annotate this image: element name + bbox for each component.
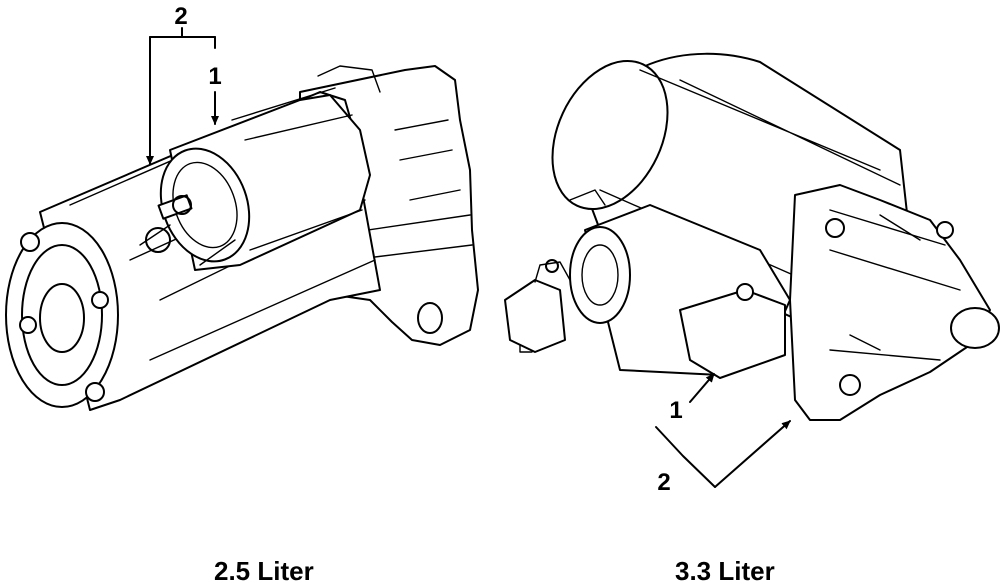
left-callout-2-label: 2 [174,3,187,30]
starter-motor-3-3l-drawing [504,52,1000,421]
right-assembly-caption: 3.3 Liter [675,556,775,586]
right-callout-leaders [655,373,791,488]
starter-motor-2-5l-drawing [5,65,479,411]
left-callout-leaders [146,27,219,165]
right-callout-1-label: 1 [669,397,682,424]
right-callout-2-label: 2 [657,469,670,496]
left-callout-1-label: 1 [208,63,221,90]
left-assembly-caption: 2.5 Liter [214,556,314,586]
